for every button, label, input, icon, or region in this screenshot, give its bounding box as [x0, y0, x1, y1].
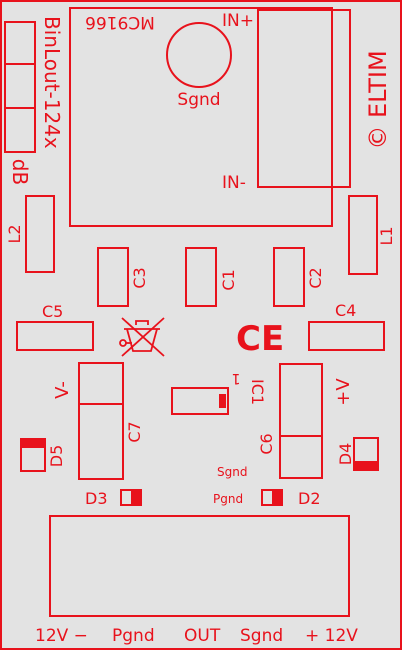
d5-marker [21, 439, 45, 448]
cap-c3 [97, 247, 129, 307]
terminal-label-12v-minus: 12V − [35, 626, 88, 646]
d4-label: D4 [336, 443, 355, 466]
cap-c5 [16, 321, 94, 351]
terminal-label-out: OUT [184, 626, 221, 646]
d3-marker [131, 490, 141, 505]
ce-mark-text: CE [236, 319, 284, 359]
ic1-pin-label: 1 [232, 370, 241, 386]
terminal-block [49, 515, 350, 617]
gain-selector [4, 21, 36, 153]
inductor-l1 [348, 195, 378, 275]
v-minus-label: V- [52, 381, 73, 399]
d5-label: D5 [47, 445, 66, 468]
ic1-outline [171, 387, 229, 415]
gain-unit-label: dB [8, 159, 32, 185]
input-connector [257, 9, 351, 188]
c6-label: C6 [257, 433, 276, 454]
c7-label: C7 [125, 421, 144, 442]
terminal-label-pgnd: Pgnd [112, 626, 155, 646]
d2-label: D2 [298, 489, 321, 508]
product-label: BinLout-124x [40, 16, 64, 149]
weee-bin-icon [119, 317, 165, 357]
in-minus-label: IN- [222, 173, 246, 193]
c1-label: C1 [219, 269, 238, 290]
ic1-pin1-marker [219, 394, 226, 408]
inductor-l2 [25, 195, 55, 273]
c5-label: C5 [42, 302, 63, 321]
terminal-label-sgnd: Sgnd [240, 626, 283, 646]
c2-label: C2 [306, 267, 325, 288]
c4-label: C4 [335, 301, 356, 320]
d3-label: D3 [85, 489, 108, 508]
sgnd-mid-label: Sgnd [217, 465, 247, 479]
d4-marker [354, 461, 378, 470]
cap-c4 [308, 321, 385, 351]
d2-marker [272, 490, 282, 505]
cap-c2 [273, 247, 305, 307]
copyright-label: © ELTIM [364, 50, 392, 149]
l2-label: L2 [5, 224, 24, 243]
c3-label: C3 [130, 267, 149, 288]
part-number-label: MC9166 [85, 12, 155, 32]
sgnd-top-label: Sgnd [177, 90, 220, 110]
module-outline [69, 7, 333, 227]
terminal-label-12v-plus: + 12V [305, 626, 358, 646]
pgnd-mid-label: Pgnd [213, 492, 243, 506]
in-plus-label: IN+ [222, 11, 254, 31]
cap-c6 [279, 363, 323, 479]
mounting-hole [166, 22, 232, 88]
ce-mark: CE [236, 319, 284, 359]
ic1-label: IC1 [248, 379, 267, 405]
v-plus-label: +V [333, 378, 354, 406]
l1-label: L1 [377, 226, 396, 245]
cap-c7 [78, 362, 124, 480]
cap-c1 [185, 247, 217, 307]
